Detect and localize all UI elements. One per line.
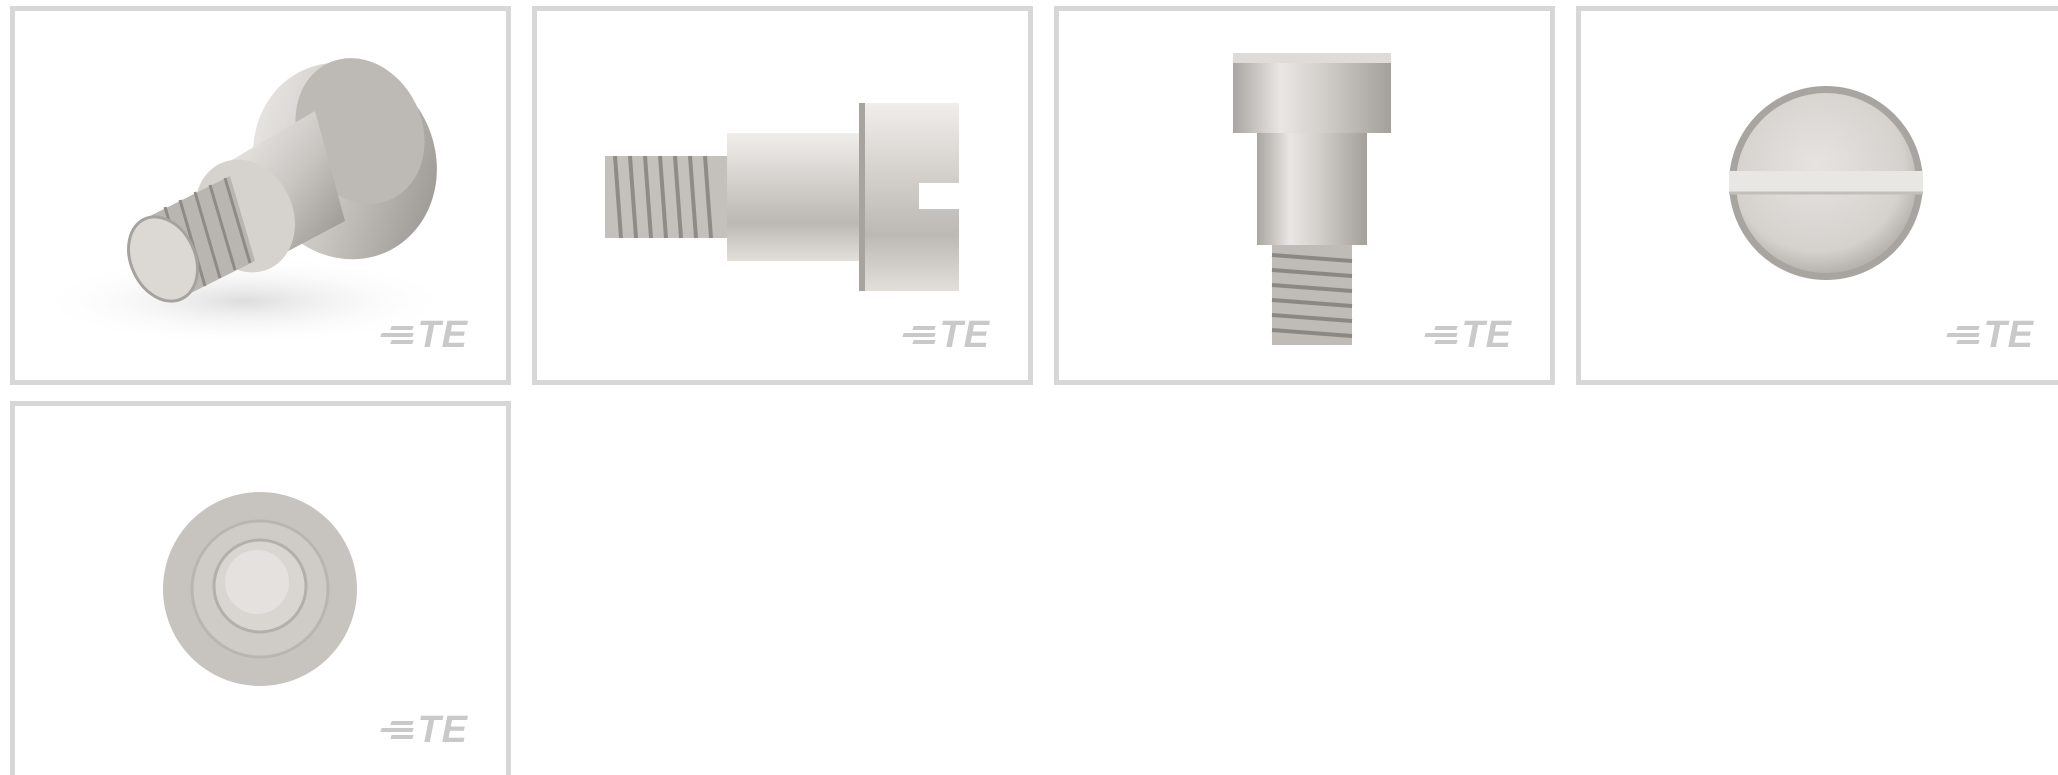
shoulder-screw-side-image — [605, 103, 959, 291]
te-logo-text: TE — [1461, 314, 1512, 356]
te-logo-mark-icon — [1424, 326, 1459, 344]
te-logo-mark-icon — [902, 326, 937, 344]
te-logo-mark-icon — [1946, 326, 1981, 344]
shoulder-screw-perspective-image — [35, 58, 455, 346]
gallery-thumbnail-perspective[interactable]: TE — [10, 6, 511, 385]
te-logo: TE — [902, 314, 990, 356]
te-logo: TE — [1424, 314, 1512, 356]
te-logo-mark-icon — [380, 721, 415, 739]
te-logo-text: TE — [417, 314, 468, 356]
gallery-thumbnail-top[interactable]: TE — [1576, 6, 2058, 385]
te-logo-mark-icon — [380, 326, 415, 344]
gallery-thumbnail-side[interactable]: TE — [532, 6, 1033, 385]
te-logo-text: TE — [417, 709, 468, 751]
gallery-thumbnail-front[interactable]: TE — [1054, 6, 1555, 385]
gallery-thumbnail-bottom[interactable]: TE — [10, 401, 511, 775]
te-logo-text: TE — [939, 314, 990, 356]
shoulder-screw-top-image — [1729, 86, 1923, 280]
shoulder-screw-front-image — [1233, 53, 1391, 345]
te-logo: TE — [380, 314, 468, 356]
te-logo-text: TE — [1983, 314, 2034, 356]
shoulder-screw-bottom-image — [163, 492, 357, 686]
te-logo: TE — [1946, 314, 2034, 356]
te-logo: TE — [380, 709, 468, 751]
